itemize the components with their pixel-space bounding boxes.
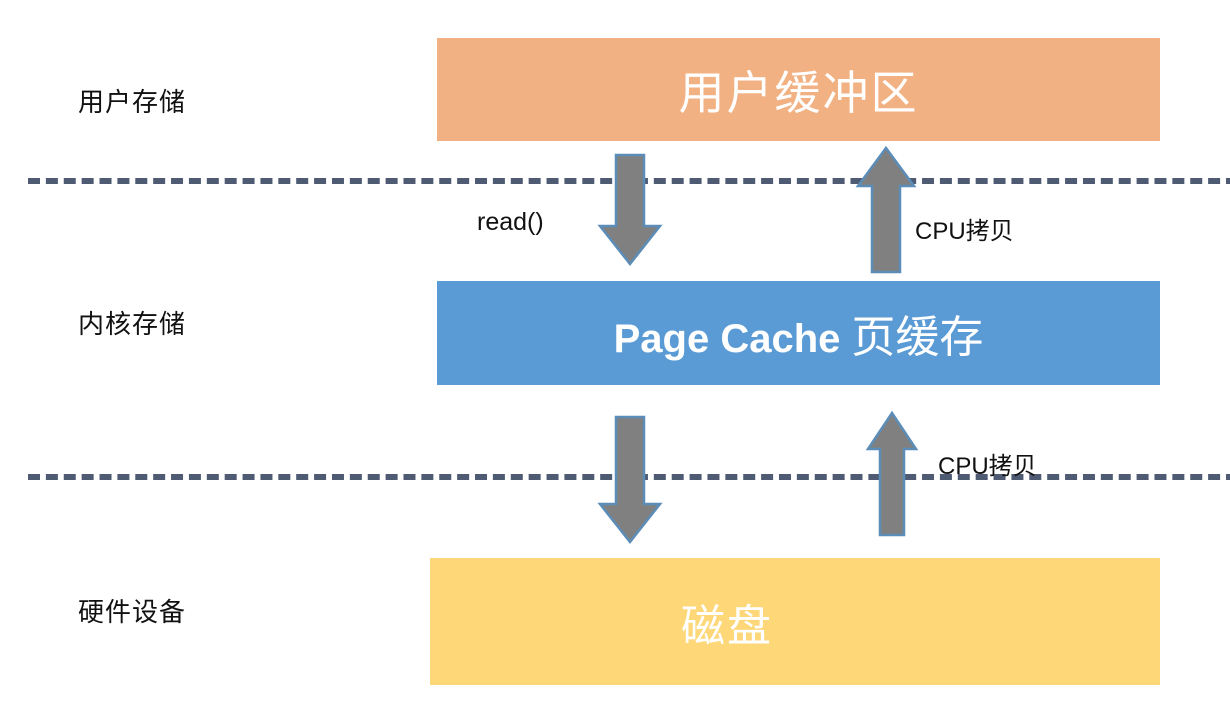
annotation-cpu-copy-lower-latin: CPU: [938, 453, 989, 480]
annotation-cpu-copy-upper-latin: CPU: [915, 218, 966, 245]
box-page-cache: Page Cache 页缓存: [437, 281, 1160, 385]
box-user-buffer-label: 用户缓冲区: [678, 67, 919, 119]
tier-label-hardware: 硬件设备: [78, 598, 187, 627]
tier-label-user-space: 用户存储: [78, 88, 187, 117]
arrow-cpu-copy-up-upper: [855, 145, 917, 274]
annotation-cpu-copy-lower-han: 拷贝: [988, 454, 1037, 480]
annotation-cpu-copy-upper-han: 拷贝: [965, 219, 1014, 245]
box-user-buffer: 用户缓冲区: [437, 38, 1160, 141]
annotation-cpu-copy-upper: CPU拷贝: [915, 211, 1014, 246]
arrow-read-down: [597, 153, 663, 267]
annotation-read-call: read(): [477, 208, 544, 236]
box-disk: 磁盘: [430, 558, 1160, 685]
arrow-disk-read-down: [597, 415, 663, 545]
arrow-cpu-copy-up-lower: [865, 410, 919, 537]
box-disk-label: 磁盘: [681, 601, 773, 651]
tier-label-kernel-space: 内核存储: [78, 310, 187, 339]
box-page-cache-latin: Page Cache: [613, 317, 841, 361]
box-page-cache-han: 页缓存: [840, 313, 984, 362]
box-page-cache-label: Page Cache 页缓存: [614, 301, 984, 365]
annotation-cpu-copy-lower: CPU拷贝: [938, 446, 1037, 481]
